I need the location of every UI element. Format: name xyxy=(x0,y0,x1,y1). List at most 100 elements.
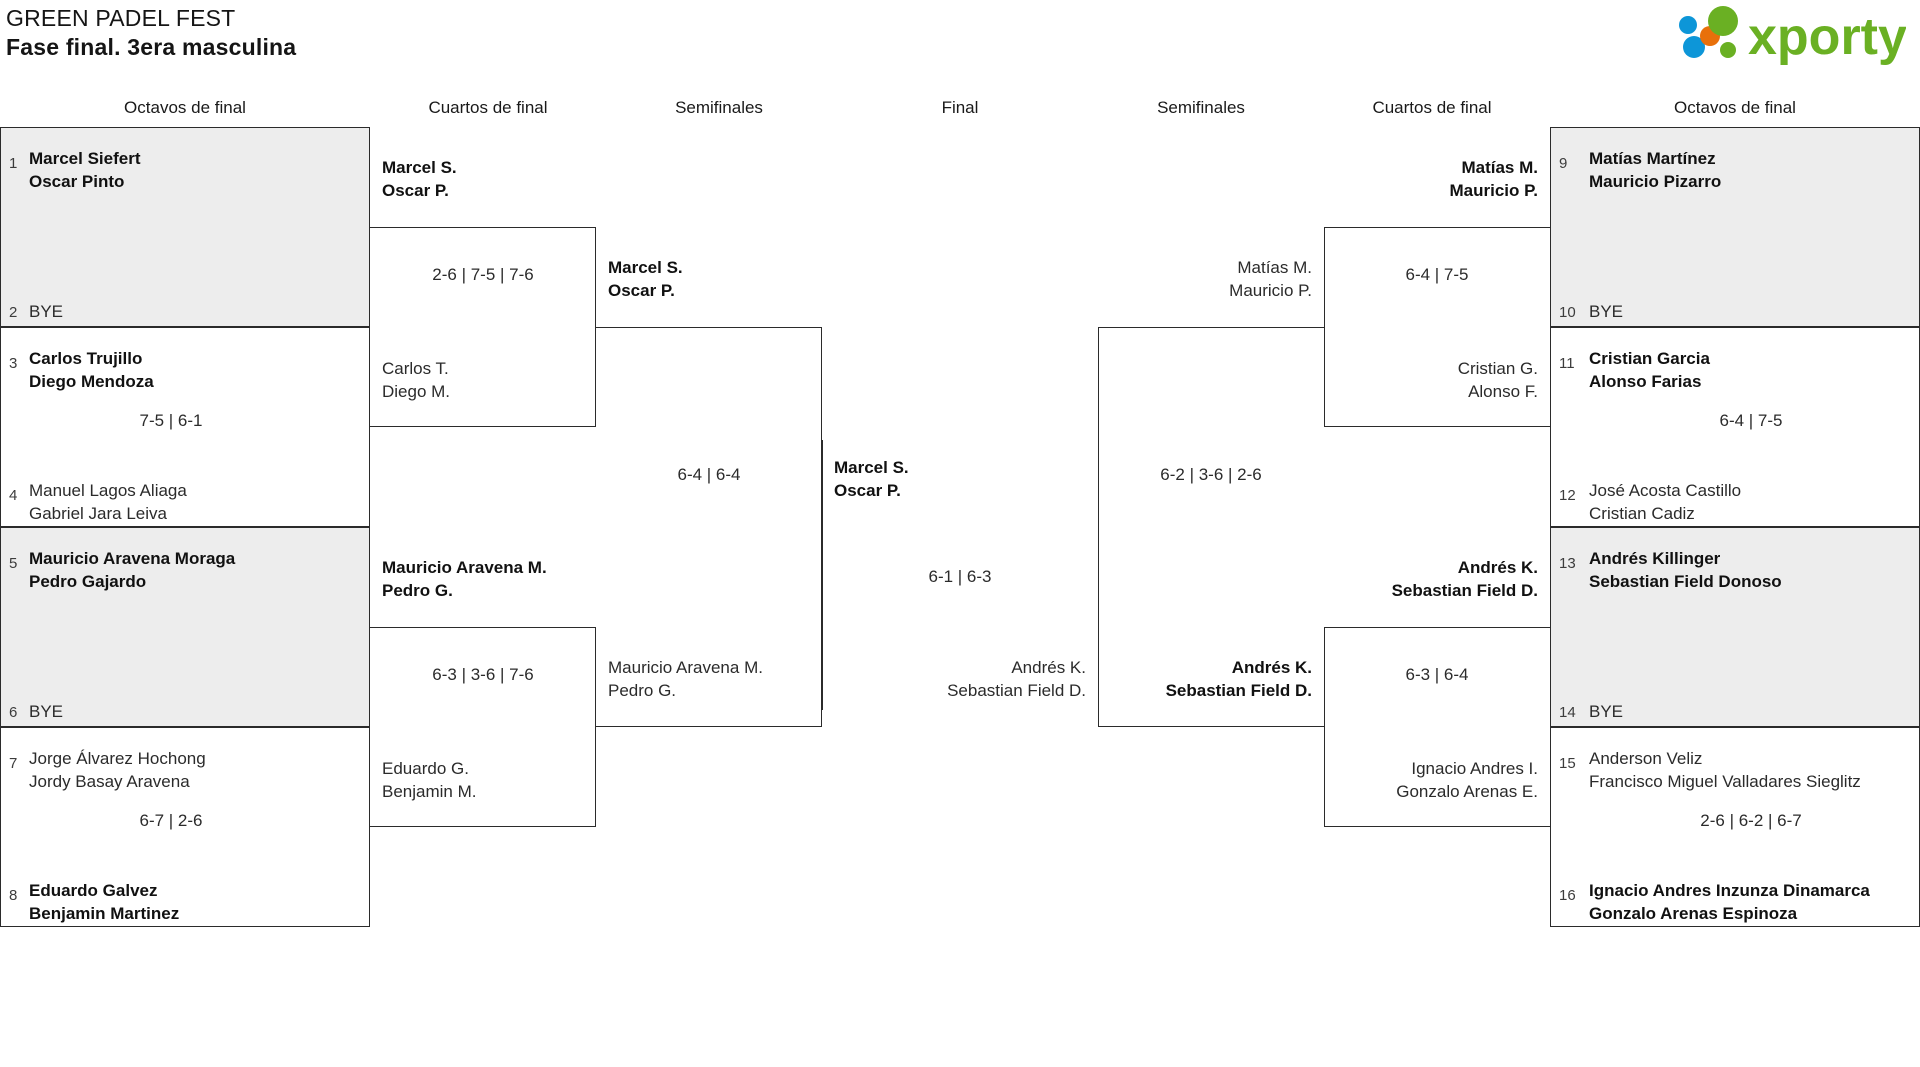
qf-left-bottom-score: 6-3 | 3-6 | 7-6 xyxy=(432,665,534,684)
team-names: Jorge Álvarez Hochong Jordy Basay Araven… xyxy=(29,747,206,793)
player-2: Sebastian Field D. xyxy=(1391,581,1538,600)
match-score: 7-5 | 6-1 xyxy=(139,411,203,430)
team-names: Marcel Siefert Oscar Pinto xyxy=(29,147,141,193)
seed-number: 15 xyxy=(1559,755,1576,772)
seed-number: 16 xyxy=(1559,887,1576,904)
team-names: BYE xyxy=(29,300,63,323)
logo-dot-green-small xyxy=(1720,42,1736,58)
team-names: Eduardo Galvez Benjamin Martinez xyxy=(29,879,179,925)
player-2: Sebastian Field Donoso xyxy=(1589,572,1782,591)
player-2: Benjamin M. xyxy=(382,782,477,801)
final-team-bottom[interactable]: Andrés K. Sebastian Field D. xyxy=(822,656,1086,702)
team-names: Matías Martínez Mauricio Pizarro xyxy=(1589,147,1721,193)
player-2: Mauricio P. xyxy=(1449,181,1539,200)
r16-match-left-3[interactable]: 5 Mauricio Aravena Moraga Pedro Gajardo … xyxy=(0,527,370,727)
team-names: BYE xyxy=(1589,300,1623,323)
r16-match-left-2[interactable]: 3 Carlos Trujillo Diego Mendoza 7-5 | 6-… xyxy=(0,327,370,527)
round-header-right-qf: Cuartos de final xyxy=(1372,98,1492,117)
player-1: Andrés K. xyxy=(1011,658,1086,677)
final-team-top[interactable]: Marcel S. Oscar P. xyxy=(834,456,909,502)
round-header-final: Final xyxy=(941,98,979,117)
seed-number: 11 xyxy=(1559,355,1575,372)
player-1: Carlos T. xyxy=(382,359,449,378)
qf-left-team-3[interactable]: Mauricio Aravena M. Pedro G. xyxy=(382,556,547,602)
player-2: Alonso F. xyxy=(1468,382,1538,401)
r16-match-right-1[interactable]: 9 Matías Martínez Mauricio Pizarro 10 BY… xyxy=(1550,127,1920,327)
player-1: Mauricio Aravena M. xyxy=(608,658,763,677)
team-names: Carlos Trujillo Diego Mendoza xyxy=(29,347,154,393)
player-2: Diego Mendoza xyxy=(29,372,154,391)
r16-match-left-4[interactable]: 7 Jorge Álvarez Hochong Jordy Basay Arav… xyxy=(0,727,370,927)
team-names: BYE xyxy=(29,700,63,723)
qf-left-team-2[interactable]: Carlos T. Diego M. xyxy=(382,357,450,403)
team-names: Andrés Killinger Sebastian Field Donoso xyxy=(1589,547,1782,593)
qf-right-team-3[interactable]: Andrés K. Sebastian Field D. xyxy=(1324,556,1538,602)
player-2: Mauricio P. xyxy=(1229,281,1312,300)
page-header: GREEN PADEL FEST Fase final. 3era mascul… xyxy=(0,0,1920,78)
player-2: Diego M. xyxy=(382,382,451,401)
seed-number: 12 xyxy=(1559,487,1576,504)
qf-right-team-2[interactable]: Cristian G. Alonso F. xyxy=(1324,357,1538,403)
final-left-rail xyxy=(822,440,823,710)
r16-match-right-3[interactable]: 13 Andrés Killinger Sebastian Field Dono… xyxy=(1550,527,1920,727)
r16-match-right-2[interactable]: 11 Cristian Garcia Alonso Farias 6-4 | 7… xyxy=(1550,327,1920,527)
match-score: 6-7 | 2-6 xyxy=(139,811,203,830)
sf-connector-left xyxy=(596,327,822,727)
player-1: Carlos Trujillo xyxy=(29,349,143,368)
sf-right-team-1[interactable]: Matías M. Mauricio P. xyxy=(1098,256,1312,302)
player-2: Cristian Cadiz xyxy=(1589,504,1695,523)
qf-connector-left-top xyxy=(370,227,596,427)
seed-number: 14 xyxy=(1559,704,1576,721)
match-score: 6-4 | 7-5 xyxy=(1719,411,1783,430)
seed-number: 5 xyxy=(9,555,18,572)
player-1: Andrés K. xyxy=(1457,558,1538,577)
player-1: Ignacio Andres Inzunza Dinamarca xyxy=(1589,881,1870,900)
r16-match-left-1[interactable]: 1 Marcel Siefert Oscar Pinto 2 BYE xyxy=(0,127,370,327)
player-1: Jorge Álvarez Hochong xyxy=(29,749,206,768)
player-1: BYE xyxy=(29,702,64,721)
player-1: Matías M. xyxy=(1237,258,1312,277)
player-2: Francisco Miguel Valladares Sieglitz xyxy=(1589,772,1861,791)
r16-match-right-4[interactable]: 15 Anderson Veliz Francisco Miguel Valla… xyxy=(1550,727,1920,927)
final-score: 6-1 | 6-3 xyxy=(928,567,992,586)
player-2: Pedro Gajardo xyxy=(29,572,147,591)
seed-number: 4 xyxy=(9,487,18,504)
title-block: GREEN PADEL FEST Fase final. 3era mascul… xyxy=(6,4,296,62)
qf-right-team-1[interactable]: Matías M. Mauricio P. xyxy=(1324,156,1539,202)
qf-right-team-4[interactable]: Ignacio Andres I. Gonzalo Arenas E. xyxy=(1324,757,1538,803)
player-1: Matías M. xyxy=(1461,158,1538,177)
seed-number: 6 xyxy=(9,704,18,721)
player-2: Gabriel Jara Leiva xyxy=(29,504,167,523)
player-2: Oscar Pinto xyxy=(29,172,125,191)
player-2: Benjamin Martinez xyxy=(29,904,180,923)
qf-connector-right-bottom xyxy=(1324,627,1550,827)
seed-number: 3 xyxy=(9,355,18,372)
logo-dot-green-big xyxy=(1708,6,1738,36)
qf-left-team-4[interactable]: Eduardo G. Benjamin M. xyxy=(382,757,476,803)
player-2: Pedro G. xyxy=(608,681,677,700)
qf-connector-left-bottom xyxy=(370,627,596,827)
player-2: Gonzalo Arenas E. xyxy=(1396,782,1538,801)
round-header-right-sf: Semifinales xyxy=(1157,98,1245,117)
qf-left-team-1[interactable]: Marcel S. Oscar P. xyxy=(382,156,457,202)
player-1: Ignacio Andres I. xyxy=(1411,759,1538,778)
player-1: Marcel S. xyxy=(834,458,909,477)
sf-right-team-2[interactable]: Andrés K. Sebastian Field D. xyxy=(1098,656,1312,702)
player-1: BYE xyxy=(1589,302,1624,321)
sf-left-team-2[interactable]: Mauricio Aravena M. Pedro G. xyxy=(608,656,763,702)
seed-number: 2 xyxy=(9,304,18,321)
team-names: BYE xyxy=(1589,700,1623,723)
seed-number: 13 xyxy=(1559,555,1576,572)
qf-right-top-score: 6-4 | 7-5 xyxy=(1405,265,1469,284)
sf-left-team-1[interactable]: Marcel S. Oscar P. xyxy=(608,256,683,302)
player-1: Cristian Garcia xyxy=(1589,349,1710,368)
sf-left-score: 6-4 | 6-4 xyxy=(677,465,741,484)
sf-right-score: 6-2 | 3-6 | 2-6 xyxy=(1160,465,1262,484)
seed-number: 1 xyxy=(9,155,18,172)
match-score: 2-6 | 6-2 | 6-7 xyxy=(1700,811,1802,830)
phase-subtitle: Fase final. 3era masculina xyxy=(6,34,297,60)
player-2: Oscar P. xyxy=(834,481,901,500)
tournament-name: GREEN PADEL FEST xyxy=(6,5,236,31)
player-1: BYE xyxy=(1589,702,1624,721)
